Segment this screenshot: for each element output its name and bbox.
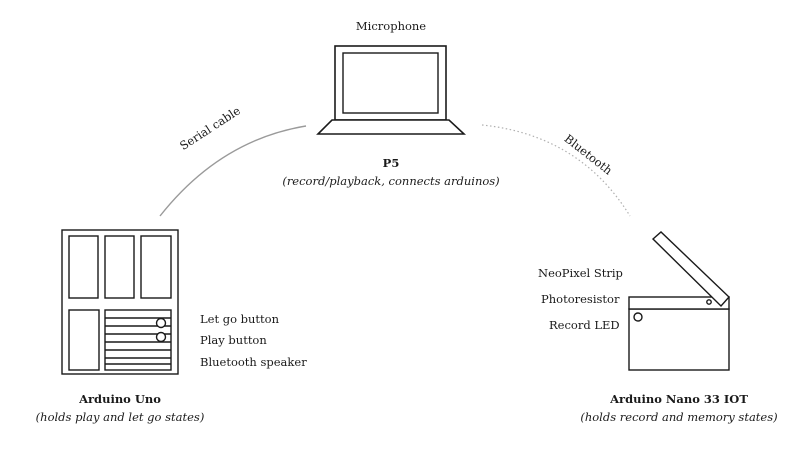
nano-title: Arduino Nano 33 IOT: [610, 392, 748, 406]
microphone-label: Microphone: [355, 19, 427, 33]
nano-component-neopixel-strip: NeoPixel Strip: [538, 266, 623, 280]
uno-component-play-button: Play button: [200, 333, 267, 347]
arduino-uno-icon: [61, 229, 179, 375]
nano-component-record-led: Record LED: [549, 318, 620, 332]
laptop-icon: [316, 45, 467, 135]
arduino-nano-icon: [628, 231, 730, 371]
uno-description: (holds play and let go states): [35, 410, 205, 424]
nano-component-photoresistor: Photoresistor: [541, 292, 620, 306]
nano-description: (holds record and memory states): [580, 410, 778, 424]
p5-description: (record/playback, connects arduinos): [282, 174, 500, 188]
uno-component-bluetooth-speaker: Bluetooth speaker: [200, 355, 307, 369]
uno-component-let-go-button: Let go button: [200, 312, 280, 326]
uno-title: Arduino Uno: [79, 392, 161, 406]
serial-cable-line: [159, 125, 307, 217]
p5-title: P5: [382, 156, 400, 170]
